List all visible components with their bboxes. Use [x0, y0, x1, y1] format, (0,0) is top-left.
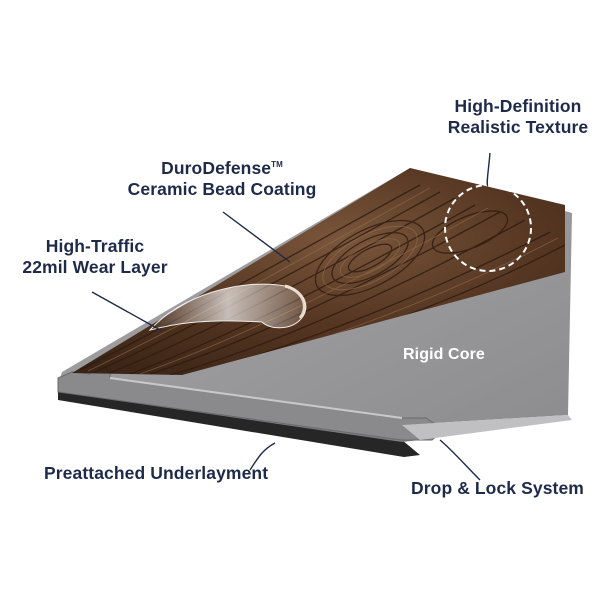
wear-label: High-Traffic 22mil Wear Layer	[20, 236, 170, 278]
wear-leader	[91, 291, 163, 332]
coating-label-line2: Ceramic Bead Coating	[127, 179, 317, 199]
texture-leader	[486, 152, 491, 187]
texture-label: High-Definition Realistic Texture	[443, 96, 593, 138]
trademark-mark: TM	[271, 160, 283, 170]
underlayment-label: Preattached Underlayment	[44, 463, 269, 483]
leader-lines	[91, 152, 491, 481]
coating-label-line1: DuroDefense	[161, 158, 272, 178]
underlayment-layer	[58, 392, 420, 457]
lock-leader	[439, 439, 481, 481]
wear-label-line1: High-Traffic	[45, 236, 145, 256]
wear-label-line2: 22mil Wear Layer	[22, 257, 168, 277]
coating-leader	[222, 211, 291, 263]
lock-edge-highlight	[109, 377, 403, 419]
core-right-edge	[402, 415, 572, 440]
texture-label-line1: High-Definition	[454, 96, 582, 116]
core-label: Rigid Core	[403, 346, 485, 363]
wear-layer-curl	[148, 283, 307, 331]
texture-label-line2: Realistic Texture	[447, 117, 589, 137]
coating-label-line1-wrap: DuroDefenseTM	[122, 158, 322, 179]
lock-system-label: Drop & Lock System	[411, 478, 584, 498]
underlayment-leader	[249, 442, 276, 471]
coating-label: DuroDefenseTM Ceramic Bead Coating	[122, 158, 322, 200]
